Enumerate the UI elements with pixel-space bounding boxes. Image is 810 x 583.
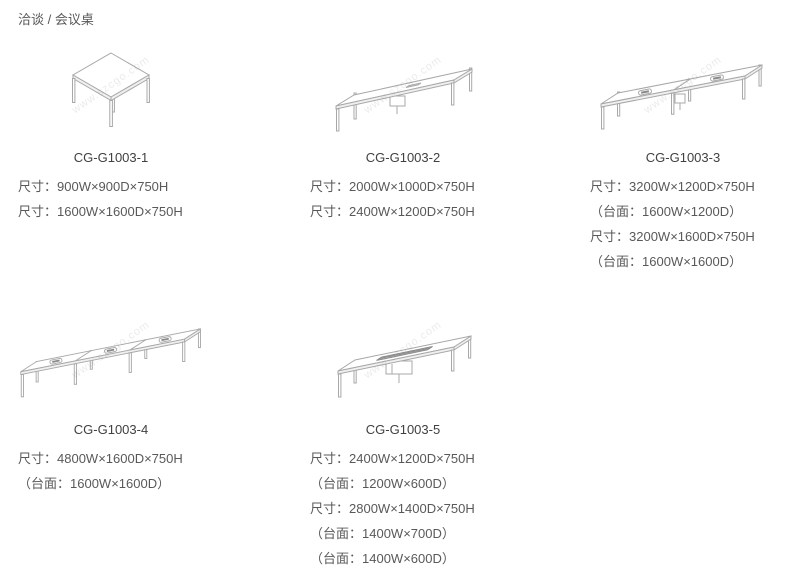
spec-line: 尺寸：2800W×1400D×750H [310, 501, 475, 516]
product-code: CG-G1003-2 [365, 150, 441, 165]
page-title: 洽谈 / 会议桌 [18, 12, 94, 27]
spec-line: （台面：1400W×700D） [310, 526, 455, 541]
product-row-2: www.szcgo.com [18, 290, 792, 571]
product-drawing-area: www.szcgo.com [590, 32, 776, 148]
product-drawing-area: www.szcgo.com [310, 290, 496, 420]
product-code: CG-G1003-5 [365, 422, 441, 437]
three-segment-table-illustration [20, 328, 201, 398]
product-card-1: www.szcgo.com CG-G1003-1 [18, 32, 310, 224]
product-drawing-area: www.szcgo.com [18, 32, 204, 148]
spec-line: 尺寸：900W×900D×750H [18, 179, 169, 194]
spec-line: 尺寸：4800W×1600D×750H [18, 451, 183, 466]
spec-line: （台面：1200W×600D） [310, 476, 455, 491]
product-code: CG-G1003-1 [73, 150, 149, 165]
product-row-1: www.szcgo.com CG-G1003-1 [18, 32, 792, 274]
spec-line: 尺寸：1600W×1600D×750H [18, 204, 183, 219]
spec-line: （台面：1600W×1200D） [590, 204, 743, 219]
product-card-4: www.szcgo.com [18, 290, 310, 496]
spec-line: 尺寸：3200W×1600D×750H [590, 229, 755, 244]
product-specs: 尺寸：900W×900D×750H 尺寸：1600W×1600D×750H [18, 174, 204, 224]
spec-line: （台面：1400W×600D） [310, 551, 455, 566]
product-specs: 尺寸：2400W×1200D×750H （台面：1200W×600D） 尺寸：2… [310, 446, 496, 571]
product-code: CG-G1003-4 [73, 422, 149, 437]
product-card-5: www.szcgo.com [310, 290, 590, 571]
spec-line: （台面：1600W×1600D） [590, 254, 743, 269]
cable-channel-table-illustration [337, 335, 472, 398]
product-specs: 尺寸：4800W×1600D×750H （台面：1600W×1600D） [18, 446, 204, 496]
spec-line: 尺寸：2400W×1200D×750H [310, 204, 475, 219]
square-table-illustration [72, 52, 150, 127]
spec-line: 尺寸：2400W×1200D×750H [310, 451, 475, 466]
rect-table-illustration [335, 67, 473, 132]
product-specs: 尺寸：3200W×1200D×750H （台面：1600W×1200D） 尺寸：… [590, 174, 776, 274]
product-card-3: www.szcgo.com [590, 32, 780, 274]
two-segment-table-illustration [600, 64, 763, 130]
product-drawing-area: www.szcgo.com [18, 290, 204, 420]
spec-line: （台面：1600W×1600D） [18, 476, 171, 491]
product-specs: 尺寸：2000W×1000D×750H 尺寸：2400W×1200D×750H [310, 174, 496, 224]
product-drawing-area: www.szcgo.com [310, 32, 496, 148]
spec-line: 尺寸：3200W×1200D×750H [590, 179, 755, 194]
spec-line: 尺寸：2000W×1000D×750H [310, 179, 475, 194]
product-code: CG-G1003-3 [645, 150, 721, 165]
product-card-2: www.szcgo.com [310, 32, 590, 224]
